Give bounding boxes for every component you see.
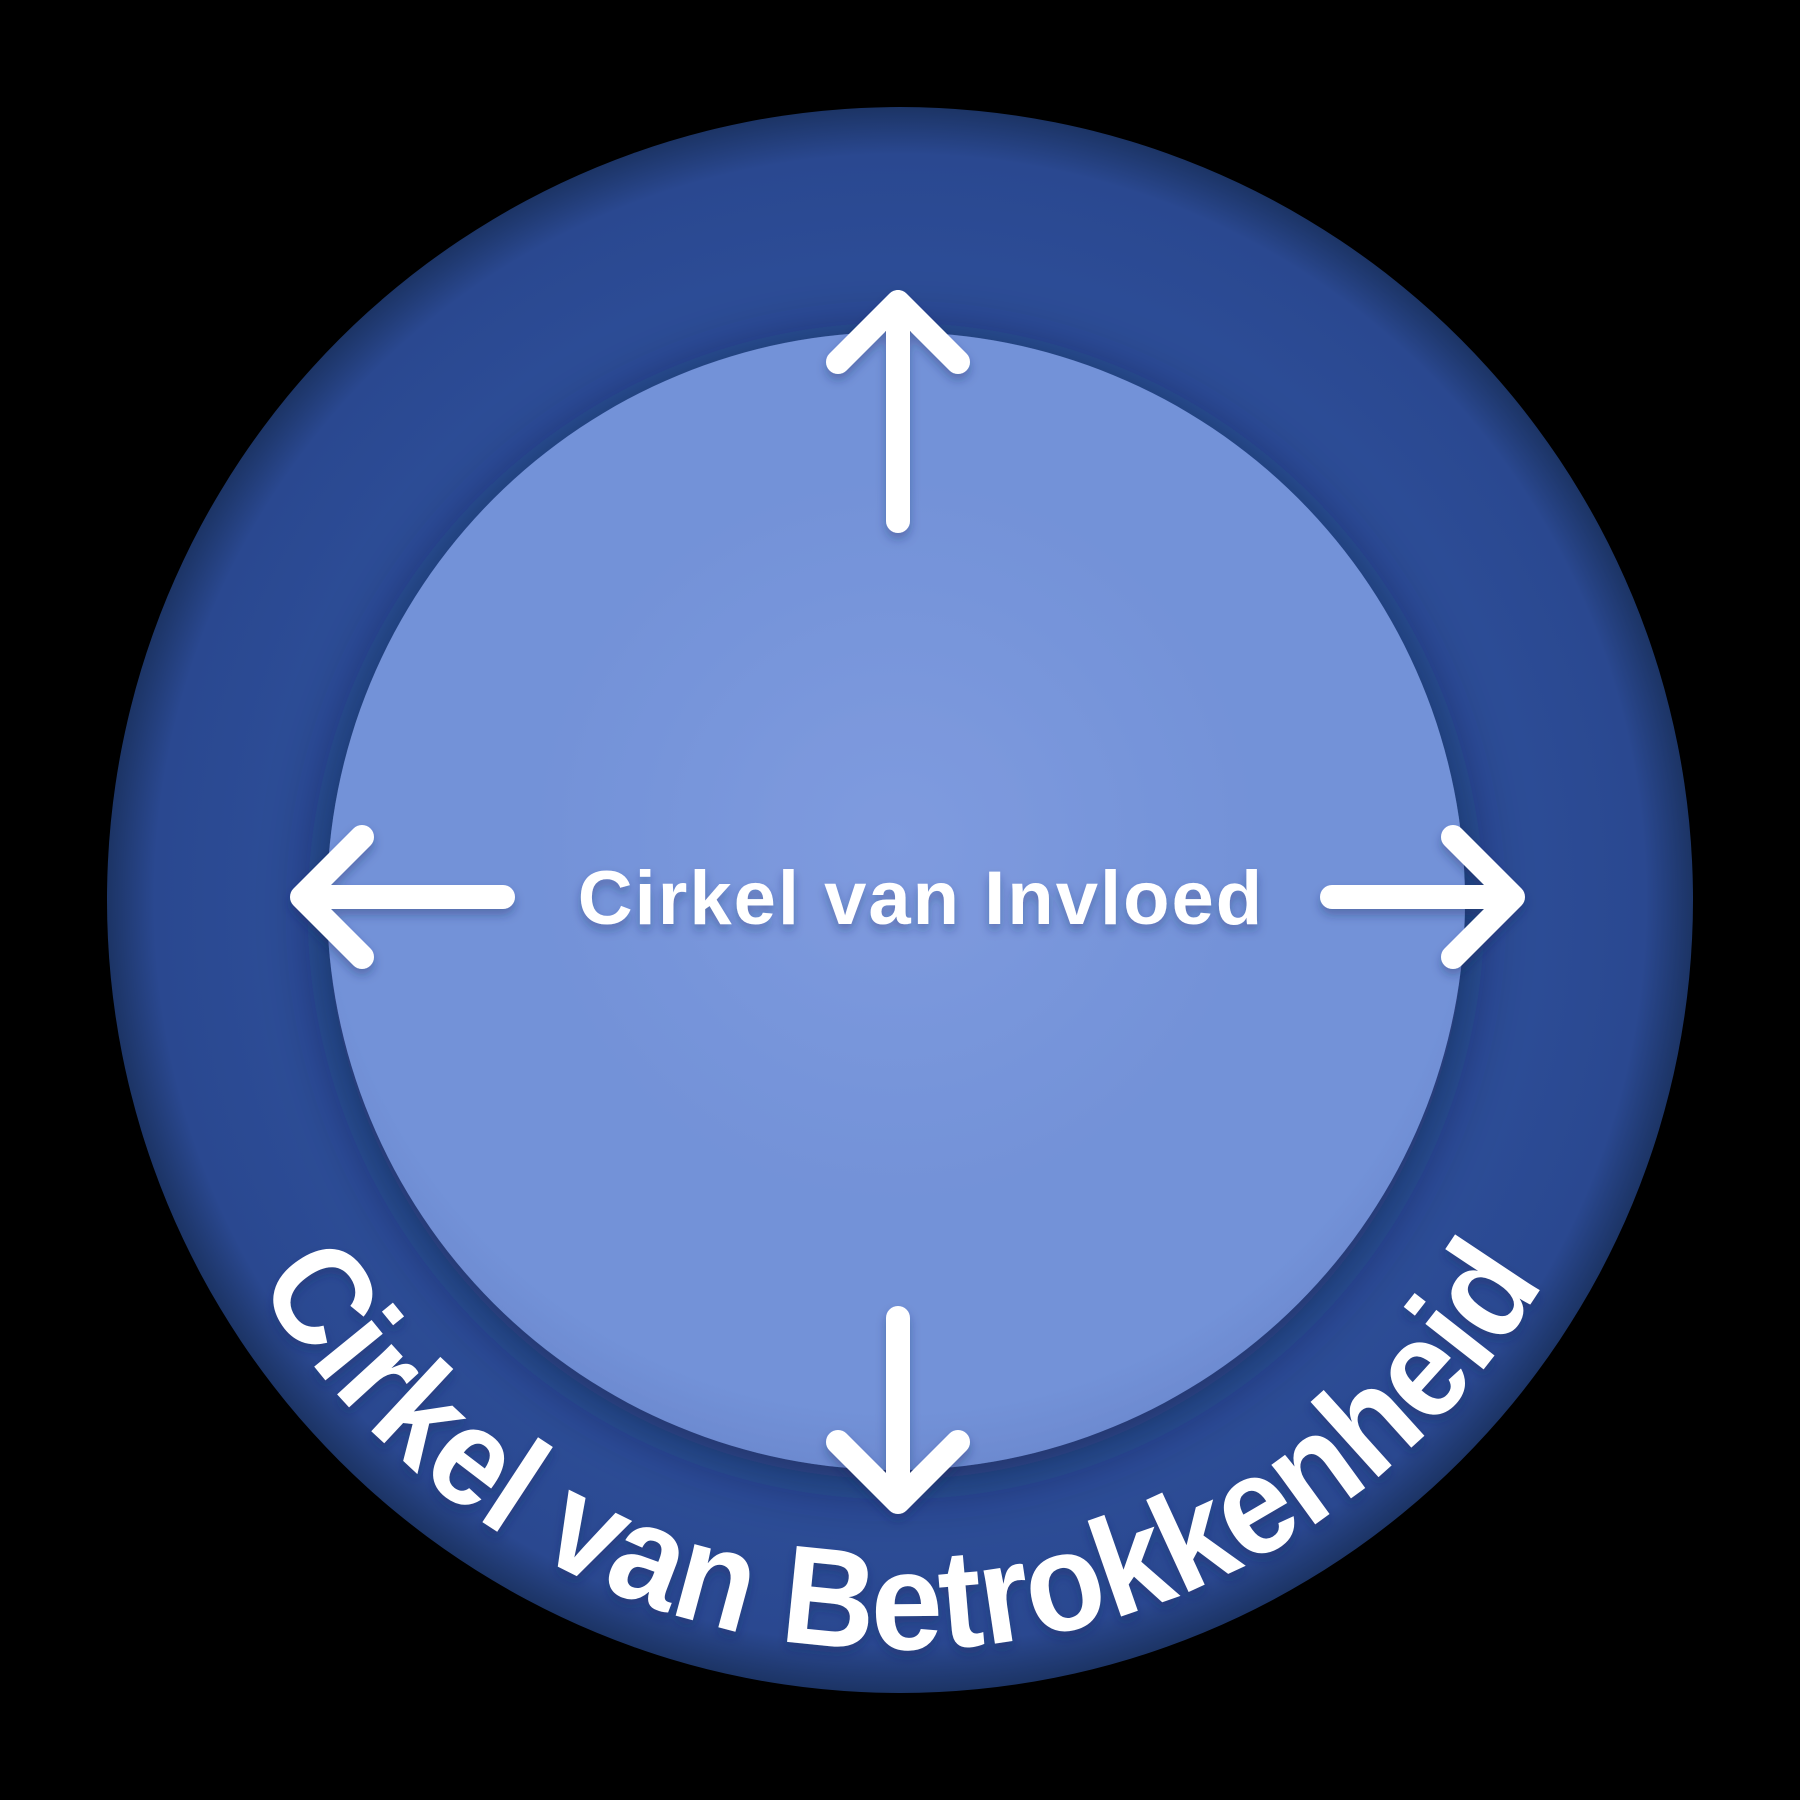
arrow-left-icon bbox=[290, 825, 515, 969]
arrow-right-icon bbox=[1320, 825, 1525, 969]
arrow-up-icon bbox=[826, 290, 970, 533]
inner-circle bbox=[327, 332, 1465, 1470]
arrow-down-icon bbox=[826, 1306, 970, 1514]
expansion-arrows bbox=[290, 290, 1525, 1514]
inner-circle-label: Cirkel van Invloed bbox=[578, 856, 1264, 941]
